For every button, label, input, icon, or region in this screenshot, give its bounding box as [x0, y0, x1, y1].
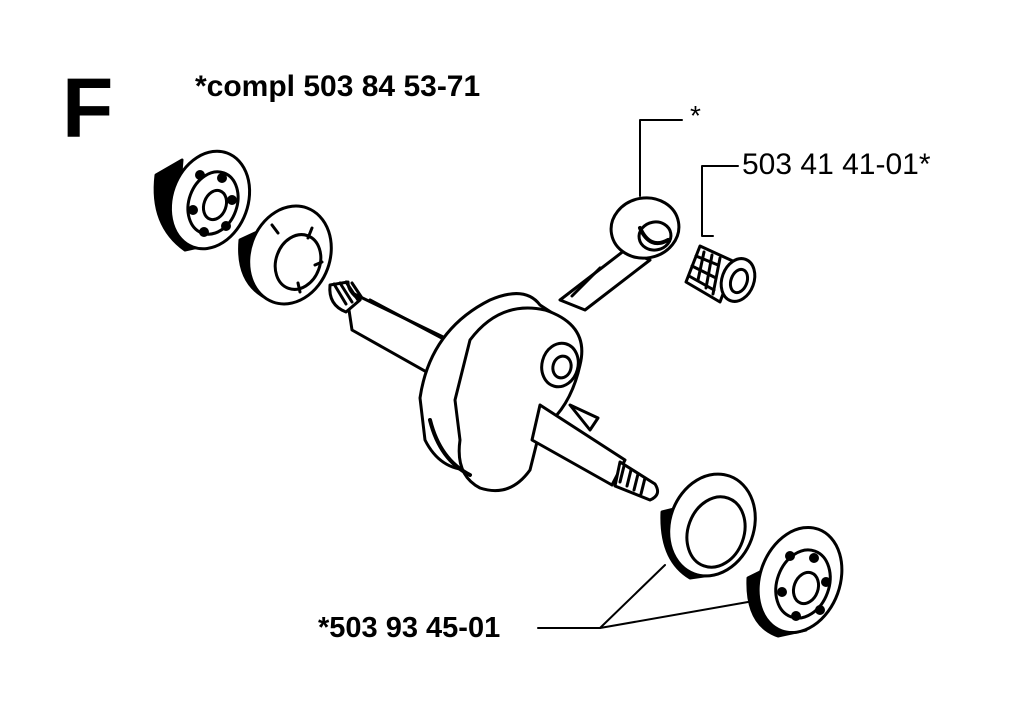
right-ball-bearing — [746, 525, 844, 638]
section-letter: F — [62, 61, 114, 155]
left-seal-ring — [238, 204, 333, 306]
leader-lines — [537, 119, 749, 629]
crank-webs — [418, 292, 584, 493]
connecting-rod — [558, 196, 681, 312]
right-seal-ring — [660, 472, 757, 580]
conrod-callout: * — [690, 100, 701, 131]
needle-bearing-callout: 503 41 41-01* — [742, 148, 931, 181]
crankshaft-right-shaft — [530, 403, 660, 502]
assembly-part-number: *compl 503 84 53-71 — [195, 70, 481, 103]
left-ball-bearing — [153, 149, 252, 252]
needle-bearing — [684, 244, 757, 304]
main-bearing-callout: *503 93 45-01 — [318, 612, 501, 644]
